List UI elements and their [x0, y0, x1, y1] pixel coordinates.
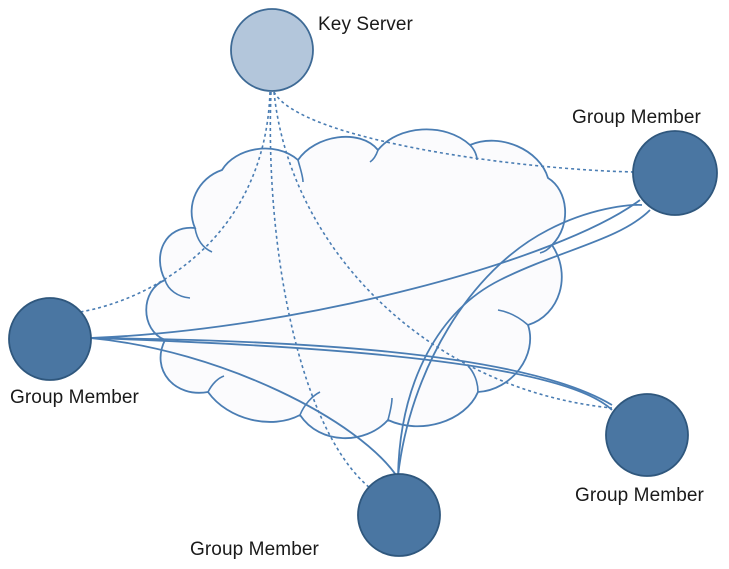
group-member-node-bottom[interactable] — [357, 473, 441, 557]
cloud-detail-arc — [207, 375, 225, 393]
link-left-right-bottom — [89, 337, 613, 406]
key-server-node[interactable] — [230, 8, 314, 92]
cloud-detail-arc — [387, 397, 393, 421]
key-link-left — [79, 91, 271, 313]
cloud-detail-arc — [497, 309, 529, 326]
group-member-label-right-top: Group Member — [572, 107, 701, 128]
group-member-label-bottom: Group Member — [190, 539, 319, 560]
cloud-shape — [145, 128, 566, 440]
cloud-detail-arc — [299, 391, 321, 416]
key-link-right-bottom — [273, 91, 613, 409]
link-bottom-right-top — [397, 203, 643, 477]
cloud-network — [145, 128, 566, 440]
link-left-bottom — [89, 337, 399, 479]
key-link-right-top — [273, 91, 637, 173]
cloud-detail-arc — [164, 279, 191, 299]
group-member-node-left[interactable] — [8, 297, 92, 381]
member-links — [89, 199, 651, 479]
group-member-label-right-bottom: Group Member — [575, 485, 704, 506]
key-link-bottom — [269, 91, 371, 489]
group-member-node-right-bottom[interactable] — [605, 393, 689, 477]
link-left-right-bottom-2 — [89, 337, 613, 411]
link-bottom-right-top-2 — [397, 209, 651, 477]
key-server-label: Key Server — [318, 14, 413, 35]
cloud-detail-arc — [297, 159, 304, 183]
cloud-detail-arc — [369, 149, 379, 163]
group-member-label-left: Group Member — [10, 387, 139, 408]
group-member-node-right-top[interactable] — [632, 130, 718, 216]
cloud-detail-arc — [194, 227, 213, 253]
key-server-links — [79, 91, 637, 489]
link-left-right-top — [89, 199, 641, 339]
cloud-detail-arc — [467, 365, 479, 393]
